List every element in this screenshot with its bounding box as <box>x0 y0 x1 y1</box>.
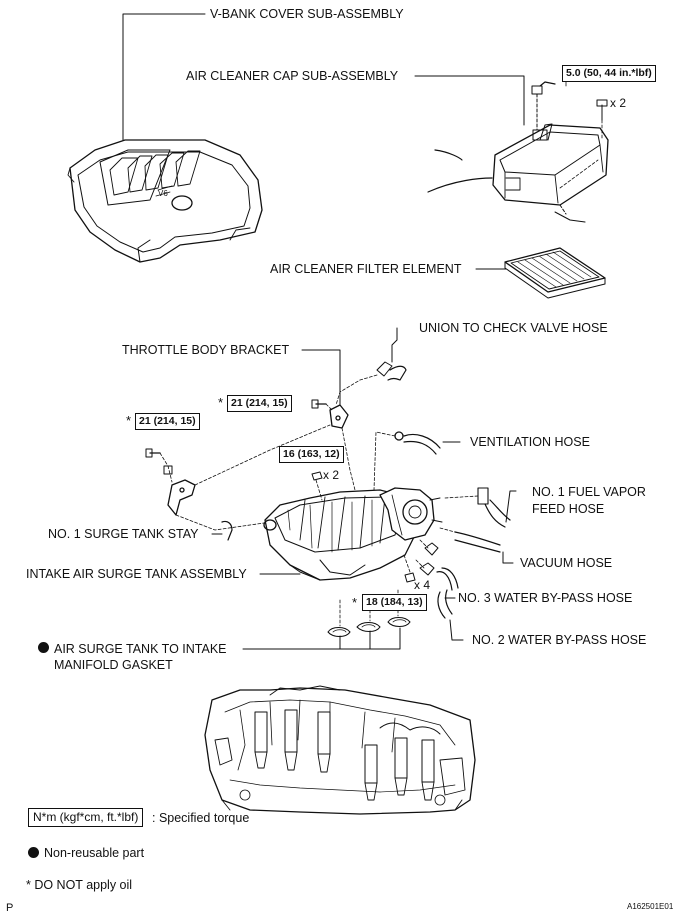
label-gasket-1: AIR SURGE TANK TO INTAKE <box>54 642 227 656</box>
mult-tank-bolt: x 4 <box>414 578 431 592</box>
legend-torque-text: : Specified torque <box>152 811 250 825</box>
mult-tank-nut: x 2 <box>323 468 340 482</box>
label-fuel-vapor-1: NO. 1 FUEL VAPOR <box>532 485 646 499</box>
nonreusable-dot-gasket <box>38 642 49 653</box>
star-bracket: * <box>218 395 224 410</box>
label-v-bank-cover: V-BANK COVER SUB-ASSEMBLY <box>210 7 404 21</box>
v6-mark: V6 <box>158 189 168 198</box>
label-union-hose: UNION TO CHECK VALVE HOSE <box>419 321 608 335</box>
legend-no-oil: * DO NOT apply oil <box>26 878 133 892</box>
air-cleaner-cap-drawing <box>427 81 609 223</box>
label-gasket-2: MANIFOLD GASKET <box>54 658 173 672</box>
v-bank-cover-drawing <box>67 139 263 263</box>
label-ventilation-hose: VENTILATION HOSE <box>470 435 590 449</box>
legend-torque-box: N*m (kgf*cm, ft.*lbf) <box>28 808 144 827</box>
label-air-cleaner-cap: AIR CLEANER CAP SUB-ASSEMBLY <box>186 69 399 83</box>
star-stay: * <box>126 413 132 428</box>
legend-nonreusable-text: Non-reusable part <box>44 846 145 860</box>
footer-left: P <box>6 902 14 914</box>
label-water-bypass-2: NO. 2 WATER BY-PASS HOSE <box>472 633 647 647</box>
label-water-bypass-3: NO. 3 WATER BY-PASS HOSE <box>458 591 633 605</box>
label-surge-tank-assy: INTAKE AIR SURGE TANK ASSEMBLY <box>26 567 247 581</box>
torque-tank-nut: 16 (163, 12) <box>279 446 344 463</box>
star-tank-bolt: * <box>352 595 358 610</box>
torque-cap: 5.0 (50, 44 in.*lbf) <box>562 65 656 82</box>
label-vacuum-hose: VACUUM HOSE <box>520 556 613 570</box>
surge-tank-drawing <box>145 361 511 638</box>
label-surge-stay: NO. 1 SURGE TANK STAY <box>48 527 199 541</box>
legend-nonreusable-dot <box>28 847 39 858</box>
engine-block-drawing <box>204 685 476 815</box>
label-throttle-bracket: THROTTLE BODY BRACKET <box>122 343 290 357</box>
label-air-cleaner-filter: AIR CLEANER FILTER ELEMENT <box>270 262 462 276</box>
torque-bracket: 21 (214, 15) <box>227 395 292 412</box>
mult-cap: x 2 <box>610 96 627 110</box>
air-filter-drawing <box>504 247 606 299</box>
footer-right: A162501E01 <box>627 902 674 911</box>
torque-tank-bolt: 18 (184, 13) <box>362 594 427 611</box>
torque-stay: 21 (214, 15) <box>135 413 200 430</box>
label-fuel-vapor-2: FEED HOSE <box>532 502 605 516</box>
